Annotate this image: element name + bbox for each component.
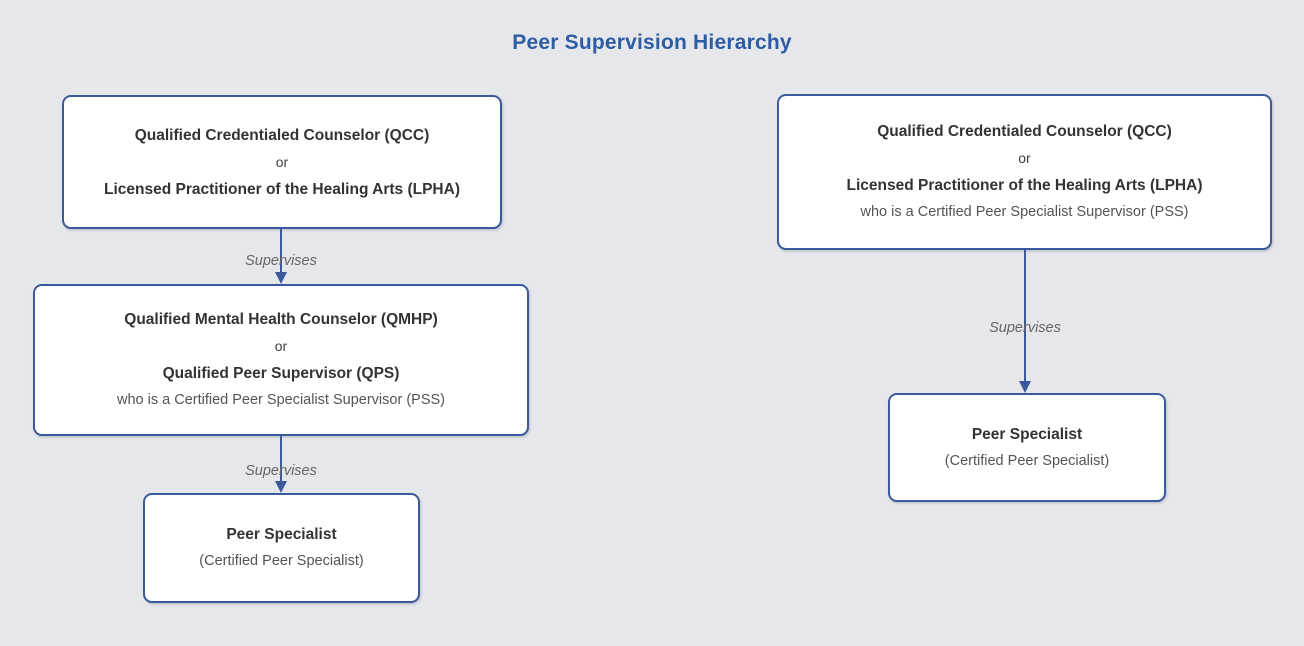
edge-right-top-to-bottom	[1019, 250, 1031, 393]
node-line-subtext: (Certified Peer Specialist)	[199, 553, 364, 569]
edge-label-supervises: Supervises	[989, 320, 1061, 336]
node-line-primary: Licensed Practitioner of the Healing Art…	[846, 177, 1203, 194]
node-peer-specialist-left: Peer Specialist (Certified Peer Speciali…	[143, 493, 420, 603]
arrow-down-icon	[1019, 381, 1031, 393]
node-line-or: or	[1018, 150, 1031, 166]
node-line-or: or	[274, 338, 288, 354]
edge-line	[280, 436, 282, 481]
node-line-subtext: who is a Certified Peer Specialist Super…	[117, 392, 445, 408]
edge-left-middle-to-bottom	[275, 436, 287, 493]
node-line-primary: Licensed Practitioner of the Healing Art…	[104, 180, 460, 198]
edge-line	[280, 229, 282, 272]
node-qmhp-or-qps: Qualified Mental Health Counselor (QMHP)…	[33, 284, 529, 436]
edge-label-supervises: Supervises	[245, 253, 317, 269]
node-line-primary: Qualified Peer Supervisor (QPS)	[162, 365, 400, 382]
node-qcc-or-lpha-pss: Qualified Credentialed Counselor (QCC) o…	[777, 94, 1272, 250]
arrow-down-icon	[275, 272, 287, 284]
node-line-primary: Qualified Mental Health Counselor (QMHP)	[124, 311, 438, 328]
node-line-subtext: (Certified Peer Specialist)	[944, 452, 1110, 469]
node-line-subtext: who is a Certified Peer Specialist Super…	[860, 204, 1189, 220]
node-line-or: or	[275, 153, 289, 170]
arrow-down-icon	[275, 481, 287, 493]
node-peer-specialist-right: Peer Specialist (Certified Peer Speciali…	[888, 393, 1166, 502]
node-line-primary: Qualified Credentialed Counselor (QCC)	[877, 123, 1172, 140]
edge-left-top-to-middle	[275, 229, 287, 284]
node-line-primary: Peer Specialist	[226, 526, 337, 543]
node-line-primary: Qualified Credentialed Counselor (QCC)	[134, 126, 430, 144]
diagram-title: Peer Supervision Hierarchy	[512, 31, 792, 54]
node-line-primary: Peer Specialist	[971, 425, 1083, 443]
node-qcc-or-lpha: Qualified Credentialed Counselor (QCC) o…	[62, 95, 502, 229]
edge-line	[1024, 250, 1026, 381]
edge-label-supervises: Supervises	[245, 463, 317, 479]
